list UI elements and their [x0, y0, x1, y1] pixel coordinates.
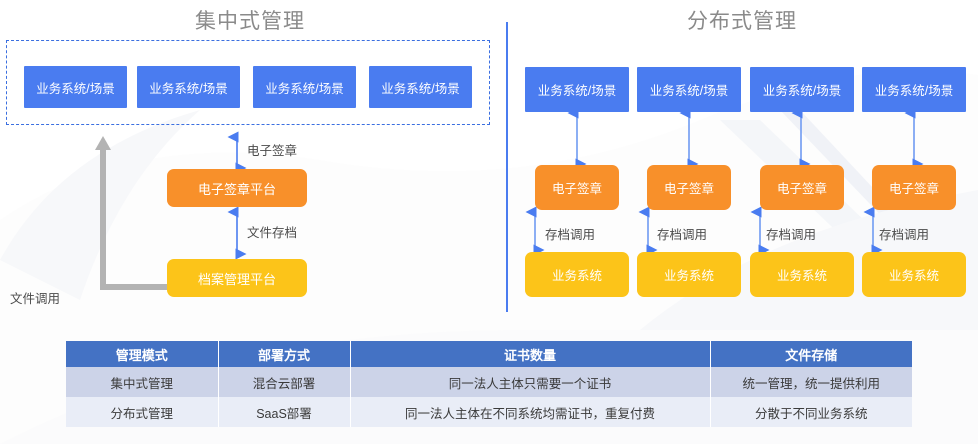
left-archive-edge-label: 文件存档 — [247, 226, 298, 240]
table-cell-1-1: SaaS部署 — [218, 397, 351, 427]
right-edge-label-1: 存档调用 — [545, 228, 596, 242]
table-cell-0-3: 统一管理，统一提供利用 — [710, 367, 912, 397]
table-cell-0-1: 混合云部署 — [218, 367, 351, 397]
left-business-scene-box-3[interactable]: 业务系统/场景 — [253, 66, 356, 108]
right-edge-label-2: 存档调用 — [657, 228, 708, 242]
right-business-scene-box-1[interactable]: 业务系统/场景 — [525, 67, 629, 112]
table-header-cell-1: 部署方式 — [218, 341, 351, 367]
left-business-scene-box-2[interactable]: 业务系统/场景 — [137, 66, 240, 108]
right-business-system-box-4[interactable]: 业务系统 — [862, 252, 966, 297]
table-header-cell-0: 管理模式 — [66, 341, 219, 367]
table-header-row: 管理模式 部署方式 证书数量 文件存储 — [66, 341, 912, 367]
table-row: 集中式管理 混合云部署 同一法人主体只需要一个证书 统一管理，统一提供利用 — [66, 367, 912, 397]
right-panel-title: 分布式管理 — [687, 10, 797, 33]
right-edge-label-4: 存档调用 — [879, 228, 930, 242]
left-business-scene-box-1[interactable]: 业务系统/场景 — [24, 66, 127, 108]
right-signature-box-2[interactable]: 电子签章 — [647, 165, 731, 210]
table-cell-0-2: 同一法人主体只需要一个证书 — [350, 367, 711, 397]
right-signature-box-4[interactable]: 电子签章 — [872, 165, 956, 210]
left-file-call-edge-label: 文件调用 — [10, 292, 61, 306]
right-signature-box-3[interactable]: 电子签章 — [760, 165, 844, 210]
table-cell-1-3: 分散于不同业务系统 — [710, 397, 912, 427]
left-panel-title: 集中式管理 — [195, 10, 305, 33]
signature-platform-box[interactable]: 电子签章平台 — [167, 169, 307, 207]
table-header-cell-2: 证书数量 — [350, 341, 711, 367]
left-business-scene-box-4[interactable]: 业务系统/场景 — [369, 66, 472, 108]
table-row: 分布式管理 SaaS部署 同一法人主体在不同系统均需证书，重复付费 分散于不同业… — [66, 397, 912, 427]
right-business-system-box-2[interactable]: 业务系统 — [637, 252, 741, 297]
comparison-table: 管理模式 部署方式 证书数量 文件存储 集中式管理 混合云部署 同一法人主体只需… — [66, 341, 912, 427]
right-scene-signature-arrows — [567, 107, 924, 170]
right-business-scene-box-3[interactable]: 业务系统/场景 — [750, 67, 854, 112]
table-cell-0-0: 集中式管理 — [66, 367, 219, 397]
right-business-scene-box-2[interactable]: 业务系统/场景 — [637, 67, 741, 112]
right-business-scene-box-4[interactable]: 业务系统/场景 — [862, 67, 966, 112]
archive-platform-box[interactable]: 档案管理平台 — [167, 259, 307, 297]
table-cell-1-2: 同一法人主体在不同系统均需证书，重复付费 — [350, 397, 711, 427]
right-business-system-box-3[interactable]: 业务系统 — [750, 252, 854, 297]
table-header-cell-3: 文件存储 — [710, 341, 912, 367]
right-business-system-box-1[interactable]: 业务系统 — [525, 252, 629, 297]
right-edge-label-3: 存档调用 — [766, 228, 817, 242]
right-signature-box-1[interactable]: 电子签章 — [535, 165, 619, 210]
left-signature-edge-label: 电子签章 — [247, 144, 298, 158]
table-cell-1-0: 分布式管理 — [66, 397, 219, 427]
gray-file-call-arrow — [95, 136, 167, 290]
panel-divider — [506, 22, 508, 312]
